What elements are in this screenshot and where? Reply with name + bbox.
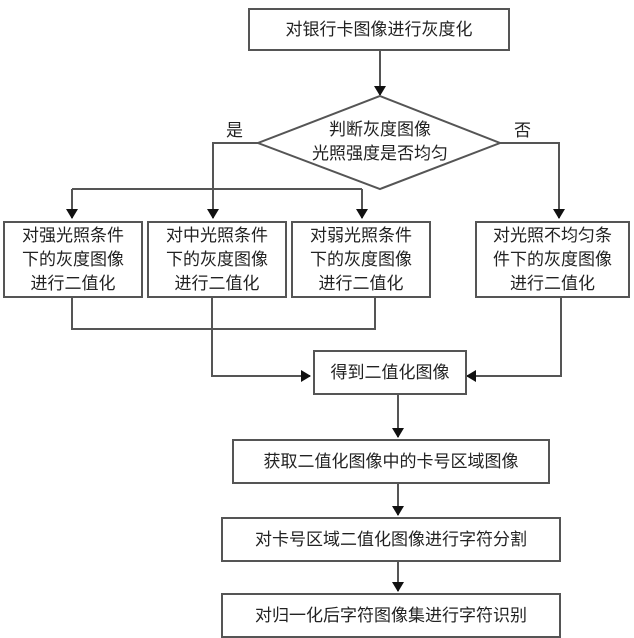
- recognize-characters-box: 对归一化后字符图像集进行字符识别: [221, 593, 561, 638]
- extract-card-number-box: 获取二值化图像中的卡号区域图像: [232, 439, 550, 484]
- medium-light-box: 对中光照条件 下的灰度图像 进行二值化: [147, 221, 287, 298]
- merge-medium: [211, 297, 311, 382]
- strong-light-box: 对强光照条件 下的灰度图像 进行二值化: [3, 221, 143, 298]
- weak-light-box: 对弱光照条件 下的灰度图像 进行二值化: [291, 221, 431, 298]
- segment-characters-box: 对卡号区域二值化图像进行字符分割: [221, 517, 561, 562]
- binary-image-box: 得到二值化图像: [313, 350, 467, 395]
- uneven-light-box: 对光照不均匀条 件下的灰度图像 进行二值化: [475, 221, 630, 298]
- yes-branch-line: [212, 142, 258, 218]
- decision-diamond: [255, 94, 503, 191]
- merge-strong-weak: [71, 297, 376, 330]
- decision-text: 判断灰度图像 光照强度是否均匀: [312, 120, 448, 164]
- start-box: 对银行卡图像进行灰度化: [248, 8, 510, 51]
- no-branch-line: [500, 142, 560, 218]
- merge-uneven: [466, 297, 562, 382]
- yes-label: 是: [226, 121, 243, 141]
- no-label: 否: [514, 121, 531, 141]
